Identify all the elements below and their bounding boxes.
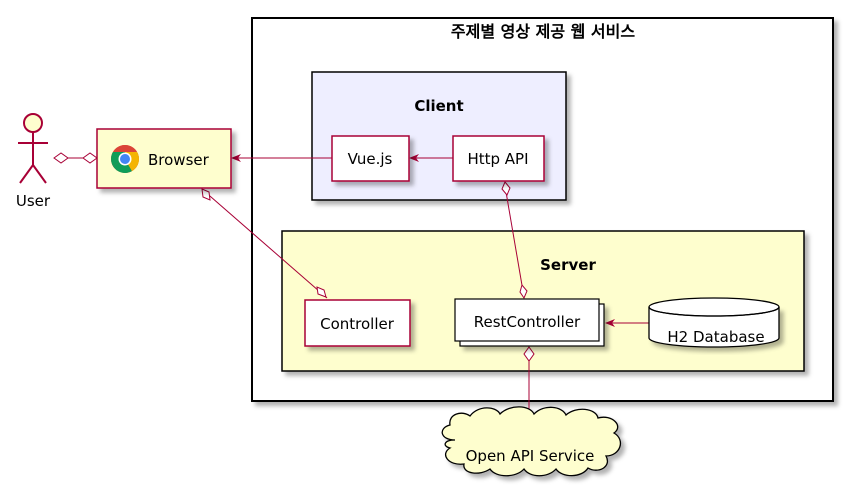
chrome-icon [111,145,139,173]
diamond-restcontroller-top [519,283,528,300]
browser-controller-link [202,189,328,299]
diamond-http [501,181,511,196]
outer-title: 주제별 영상 제공 웹 서비스 [451,22,635,41]
vue-node: Vue.js [331,135,410,182]
browser-node: Browser [96,128,232,189]
restcontroller-node: RestController [454,298,605,347]
client-title: Client [414,97,463,115]
user-label: User [16,192,51,210]
user-actor-icon [18,113,48,184]
http-restcontroller-link [504,185,525,298]
restcontroller-label: RestController [474,313,581,331]
diamond-user-end [53,152,69,164]
controller-label: Controller [320,315,395,333]
cloud-icon: Open API Service [441,406,622,477]
browser-label: Browser [148,151,210,169]
database-node: H2 Database [648,297,780,348]
diamond-restcontroller-bottom [523,346,535,362]
diamond-controller [316,286,327,298]
diamond-browser-end [82,152,98,164]
aggregation-diamonds [53,152,535,426]
cloud-label: Open API Service [466,447,595,465]
http-api-label: Http API [467,150,528,168]
http-api-node: Http API [452,135,545,182]
diamond-browser-controller [201,188,211,201]
server-title: Server [540,256,596,274]
controller-node: Controller [304,299,411,347]
database-label: H2 Database [667,328,764,346]
vue-label: Vue.js [348,150,393,168]
